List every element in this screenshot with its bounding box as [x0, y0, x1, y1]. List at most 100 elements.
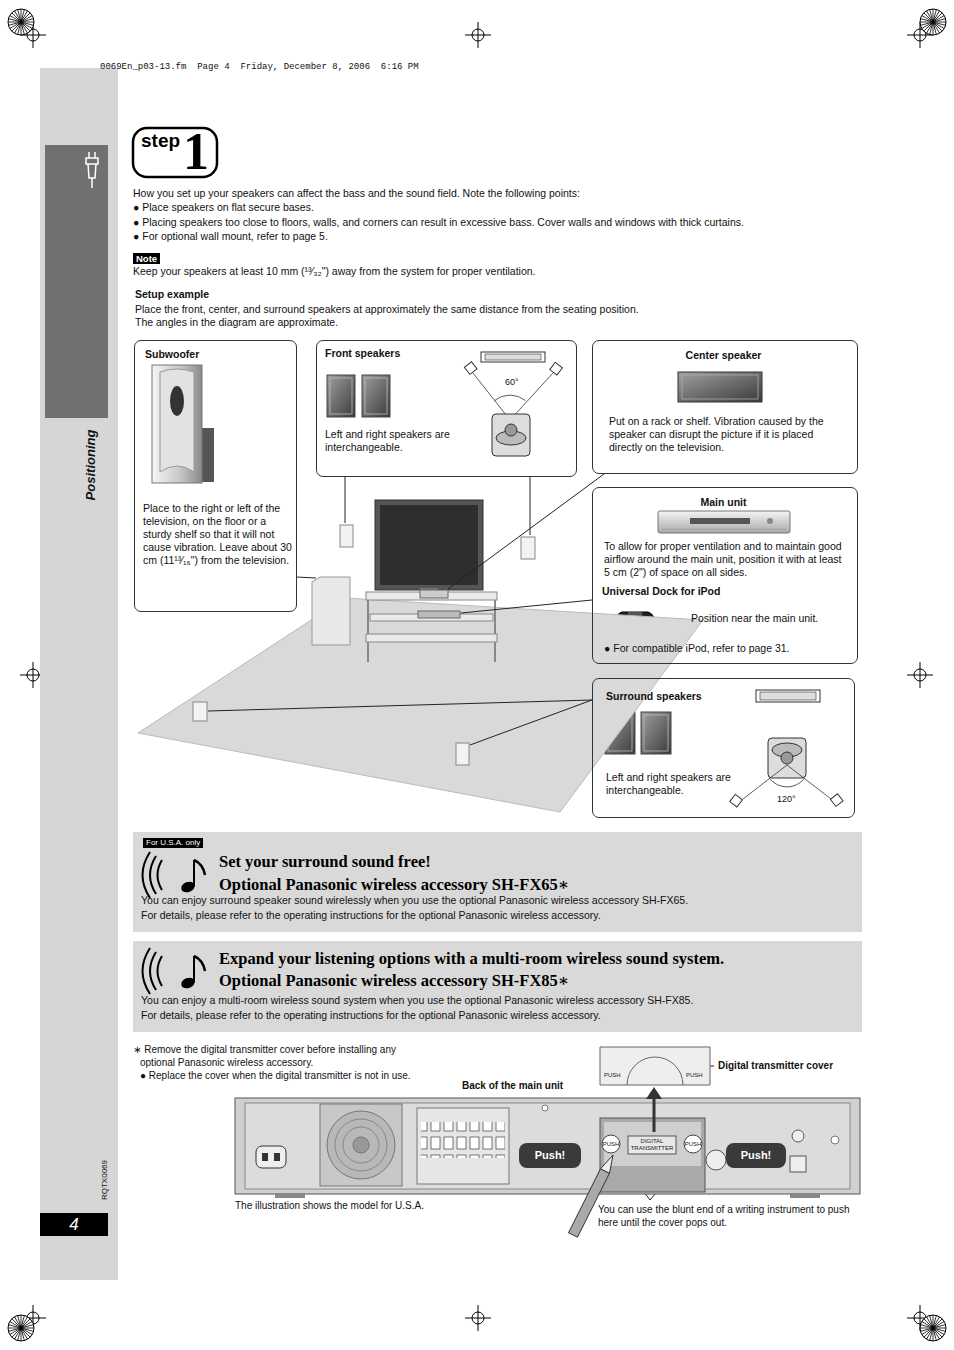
registration-mark [21, 22, 24, 35]
front-angle-diagram [495, 395, 526, 400]
back-panel [792, 1130, 804, 1142]
sidebar [40, 68, 118, 1280]
registration-mark [21, 1325, 34, 1328]
angle-label: 60° [505, 377, 519, 388]
box-heading: Center speaker [593, 349, 854, 362]
leader-line [470, 700, 592, 745]
registration-mark [933, 1322, 944, 1329]
slot-marking: DIGITAL TRANSMITTER [628, 1138, 676, 1152]
step-number: 1 [183, 126, 209, 178]
band-text: For details, please refer to the operati… [141, 909, 857, 922]
band-text: You can enjoy surround speaker sound wir… [141, 894, 857, 907]
box-text: Put on a rack or shelf. Vibration caused… [609, 415, 847, 454]
bullet-text: ● Placing speakers too close to floors, … [133, 216, 873, 229]
setup-text: The angles in the diagram are approximat… [135, 316, 850, 329]
plug-icon [86, 152, 98, 188]
surround-angle-diagram [756, 690, 820, 702]
pencil-picture [601, 1155, 614, 1173]
registration-mark [8, 9, 34, 35]
button-marking: PUSH [686, 1072, 703, 1079]
registration-mark [10, 22, 21, 29]
back-panel [256, 1146, 286, 1168]
box-text: Left and right speakers are interchangea… [606, 771, 746, 797]
registration-mark [478, 22, 479, 48]
room-speaker [456, 743, 469, 765]
arrow-symbol [646, 1087, 662, 1132]
cover-picture [600, 1047, 710, 1085]
band-heading: Expand your listening options with a mul… [219, 949, 724, 969]
back-panel [417, 1108, 509, 1184]
registration-mark [18, 9, 21, 22]
back-panel [353, 1137, 369, 1153]
registration-mark [15, 11, 22, 22]
registration-mark [920, 9, 946, 35]
back-panel [602, 1135, 620, 1153]
illustration-note: The illustration shows the model for U.S… [235, 1199, 424, 1212]
registration-mark [920, 662, 921, 688]
callout-bubble: Push! [726, 1143, 786, 1168]
arrow-symbol [653, 1097, 656, 1132]
surround-angle-diagram [730, 794, 743, 807]
tv-stand [375, 500, 483, 590]
note-tag: Note [133, 253, 160, 264]
registration-mark [933, 1325, 946, 1328]
center-speaker-picture [678, 372, 762, 402]
leader-line [345, 477, 346, 523]
back-panel [628, 1136, 676, 1154]
main-unit-picture [767, 518, 773, 524]
callout-box: Front speakersLeft and right speakers ar… [316, 340, 577, 477]
footnote: ∗ Remove the digital transmitter cover b… [133, 1043, 433, 1069]
surround-angle-diagram [781, 752, 793, 764]
section-tab: Positioning [83, 430, 98, 501]
subwoofer-picture [170, 386, 184, 416]
angle-label: 120° [777, 794, 796, 805]
info-band: For U.S.A. onlySet your surround sound f… [133, 832, 862, 932]
surround-angle-diagram [730, 690, 843, 807]
back-panel [790, 1156, 806, 1172]
main-unit-picture [662, 529, 786, 530]
registration-mark [18, 1315, 21, 1328]
registration-mark [478, 1305, 479, 1331]
surround-angle-diagram [743, 765, 787, 799]
main-unit-picture [658, 511, 790, 533]
band-heading: Set your surround sound free! [219, 852, 431, 872]
registration-mark [15, 1317, 22, 1328]
callout-text: Push! [726, 1143, 786, 1168]
back-panel [790, 1193, 820, 1198]
section-heading: Setup example [135, 288, 209, 301]
box-text: Place to the right or left of the televi… [143, 502, 293, 567]
leader-line [296, 577, 316, 578]
main-unit-picture [658, 511, 790, 533]
tv-stand [366, 500, 497, 662]
registration-mark [920, 1328, 933, 1331]
subwoofer-picture [160, 369, 194, 472]
front-angle-diagram [464, 352, 562, 456]
back-panel [274, 1153, 280, 1161]
part-label: Digital transmitter cover [718, 1059, 833, 1072]
box-heading: Front speakers [325, 347, 465, 360]
registration-mark [8, 1328, 21, 1331]
sidebar [40, 68, 118, 1280]
front-angle-diagram [550, 362, 563, 375]
box-heading: Main unit [593, 496, 854, 509]
setup-text: Place the front, center, and surround sp… [135, 303, 850, 316]
surround-angle-diagram [768, 738, 806, 778]
callout-box: Center speakerPut on a rack or shelf. Vi… [592, 340, 858, 474]
band-text: For details, please refer to the operati… [141, 1009, 857, 1022]
sidebar [45, 145, 108, 418]
registration-mark [922, 1328, 933, 1335]
registration-mark [33, 662, 34, 688]
footnote-bullet: ● Replace the cover when the digital tra… [140, 1069, 460, 1082]
plug-icon [88, 152, 90, 158]
bullet-text: ● For optional wall mount, refer to page… [133, 230, 853, 243]
leader-line [461, 600, 592, 613]
registration-mark [933, 1328, 940, 1339]
speaker-picture [327, 375, 355, 417]
registration-mark [933, 22, 936, 35]
tv-stand [367, 592, 369, 662]
registration-mark [21, 1322, 32, 1329]
registration-mark [930, 1315, 933, 1328]
info-band: Expand your listening options with a mul… [133, 941, 862, 1032]
speaker-picture [365, 378, 387, 414]
room-speaker [521, 537, 535, 559]
